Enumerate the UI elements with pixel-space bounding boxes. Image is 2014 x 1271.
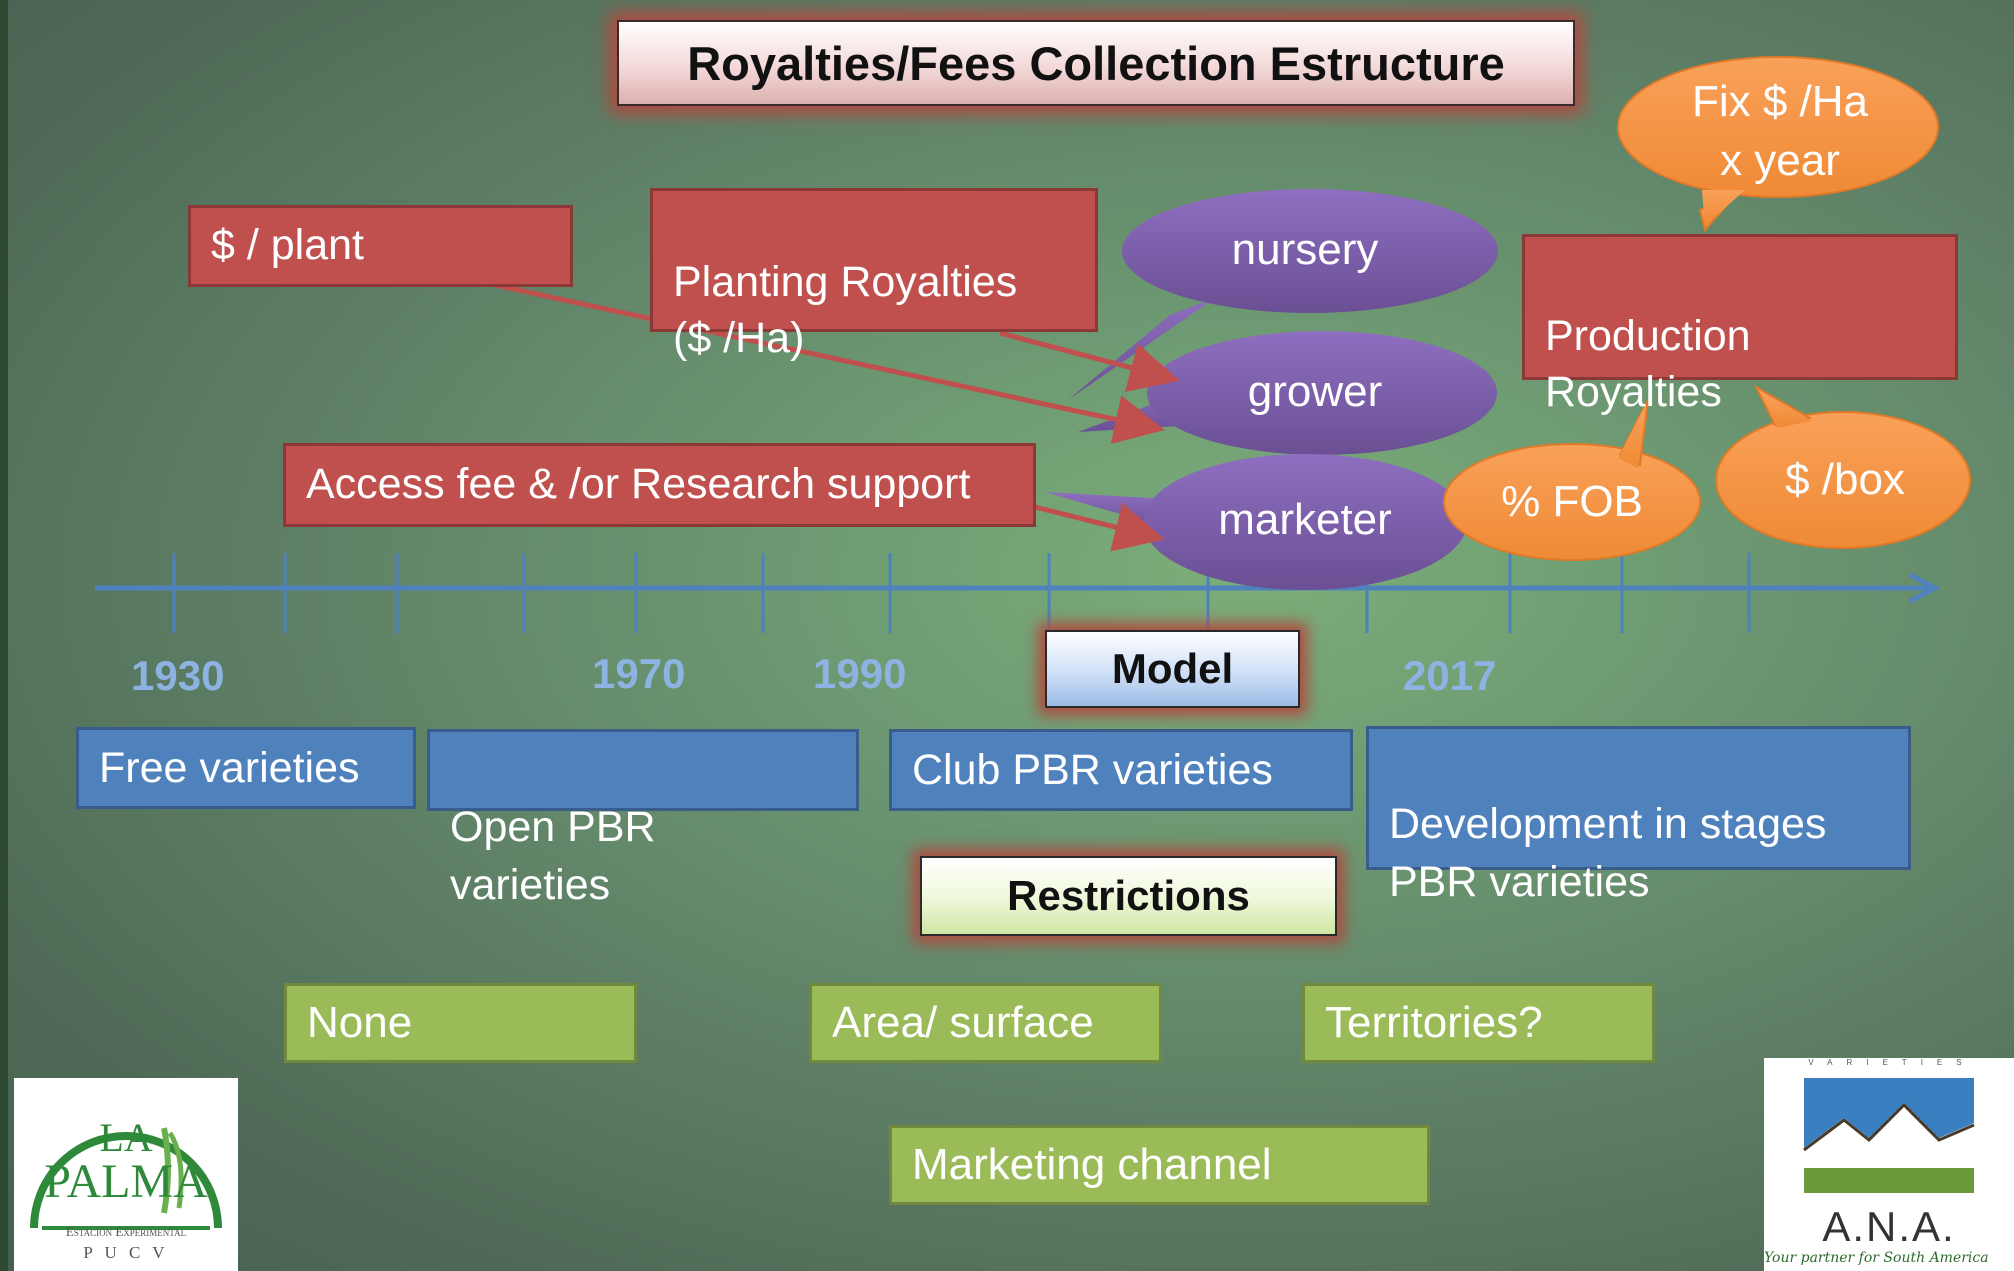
planting-royalties-box: Planting Royalties ($ /Ha) [650,188,1098,362]
marketer-label: marketer [1218,495,1392,544]
per-box-bubble [1715,384,1971,549]
grower-label: grower [1247,367,1383,416]
access-fee-box: Access fee & /or Research support [283,443,1036,527]
arrow-planting-to-grower [999,330,1180,392]
year-label-1930: 1930 [131,652,225,699]
restrictions-header: Restrictions [920,856,1337,936]
restriction-marketing-label: Marketing channel [912,1140,1272,1189]
stages-pbr-box: Development in stages PBR varieties [1366,726,1911,906]
fix-per-ha-bubble [1617,56,1939,233]
model-header: Model [1045,630,1300,708]
access-fee-label: Access fee & /or Research support [306,460,971,509]
club-pbr-label: Club PBR varieties [912,745,1273,794]
la-palma-name-line1: LA [99,1115,153,1160]
ana-side-top: VARIETIES [1808,1058,1976,1067]
left-edge-strip [0,0,8,1271]
free-varieties-box: Free varieties [76,727,416,809]
timeline-axis [95,553,1941,633]
revenue-arrows [494,282,1180,552]
planting-royalties-label: Planting Royalties ($ /Ha) [673,257,1018,362]
fob-label: % FOB [1501,477,1643,526]
open-pbr-box: Open PBR varieties [427,729,859,909]
la-palma-org: P U C V [83,1243,169,1262]
production-royalties-box: Production Royalties [1522,234,1958,416]
production-royalties-label: Production Royalties [1545,311,1751,416]
la-palma-name-line2: PALMA [44,1155,208,1208]
ana-tagline: Your partner for South America [1764,1250,1989,1266]
restriction-territories-label: Territories? [1325,998,1543,1047]
free-varieties-label: Free varieties [99,743,360,792]
ana-mountain-icon [1803,1078,1975,1193]
arrow-access-to-marketer [1034,503,1165,552]
year-label-1970: 1970 [592,650,686,697]
open-pbr-label: Open PBR varieties [450,803,656,910]
restriction-none-label: None [307,998,413,1047]
arrow-plant-to-grower [494,282,1165,444]
per-box-label: $ /box [1785,455,1905,504]
club-pbr-box: Club PBR varieties [889,729,1353,811]
la-palma-logo: LA PALMA Estación Experimental P U C V [14,1078,238,1271]
fob-bubble [1443,399,1701,561]
fix-per-ha-label: Fix $ /Ha x year [1691,77,1869,186]
restriction-area-box: Area/ surface [809,983,1162,1063]
restriction-none-box: None [284,983,637,1063]
la-palma-emblem-icon [30,1127,222,1230]
stages-pbr-label: Development in stages PBR varieties [1389,800,1827,907]
year-label-1990: 1990 [813,650,907,697]
slide-title: Royalties/Fees Collection Estructure [617,20,1575,106]
ana-logo: VARIETIES A.N.A. Your partner for South … [1764,1058,2014,1271]
restriction-area-label: Area/ surface [832,998,1094,1047]
ana-name: A.N.A. [1822,1203,1956,1250]
la-palma-subtitle: Estación Experimental [65,1224,187,1239]
restriction-marketing-box: Marketing channel [889,1125,1430,1205]
per-plant-box: $ / plant [188,205,573,287]
per-plant-label: $ / plant [211,221,364,270]
nursery-label: nursery [1231,225,1379,274]
restriction-territories-box: Territories? [1302,983,1655,1063]
year-label-2017: 2017 [1403,652,1497,699]
